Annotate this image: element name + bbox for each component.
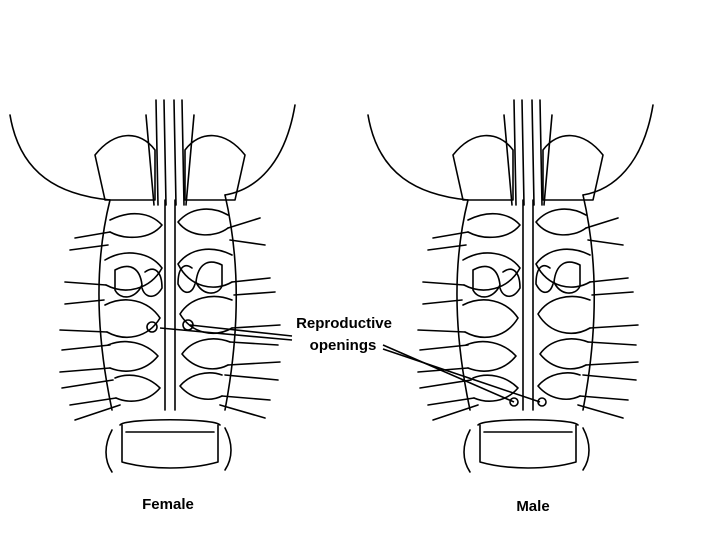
female-crayfish-drawing <box>10 100 295 472</box>
callout-label-line1: Reproductive <box>296 315 392 332</box>
callout-label-line2: openings <box>310 337 377 354</box>
female-caption: Female <box>142 496 194 513</box>
leader-line-male-1 <box>383 345 514 402</box>
male-caption: Male <box>516 498 549 515</box>
male-crayfish-drawing <box>368 100 653 472</box>
